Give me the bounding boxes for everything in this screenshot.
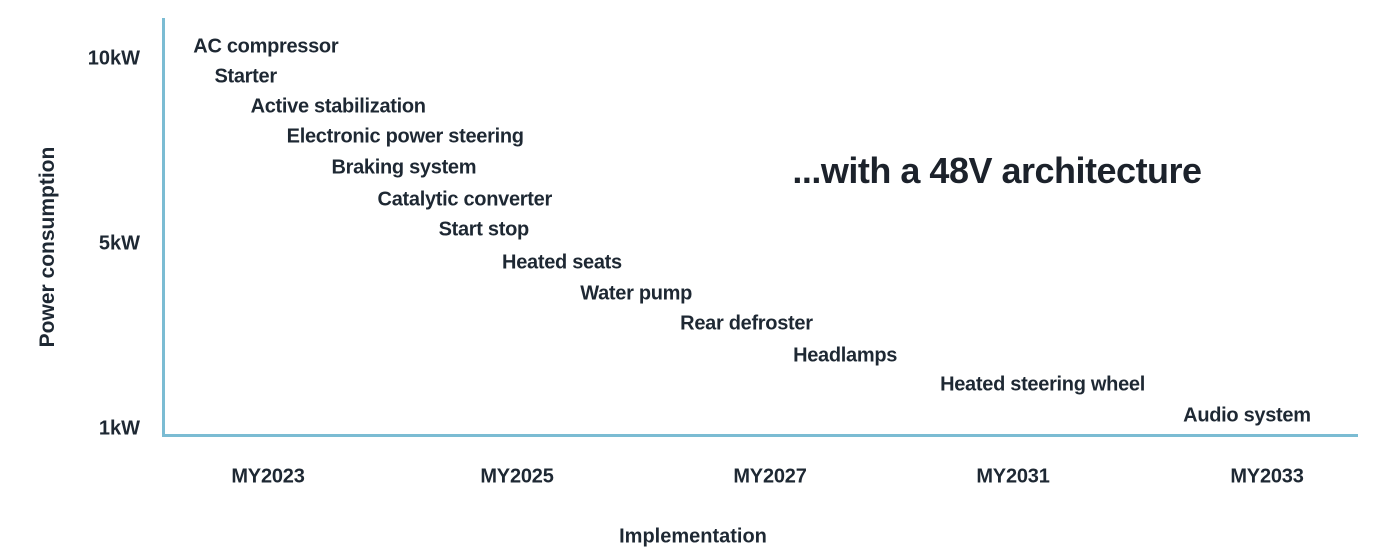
point-label: Rear defroster xyxy=(680,312,813,335)
point-label: Active stabilization xyxy=(250,95,426,118)
point-label: Electronic power steering xyxy=(286,125,524,148)
y-tick-label: 5kW xyxy=(98,232,140,255)
point-label: Audio system xyxy=(1183,404,1311,427)
x-tick-label: MY2023 xyxy=(231,465,305,488)
point-label: Start stop xyxy=(438,218,530,241)
x-axis-label: Implementation xyxy=(619,525,767,548)
x-tick-label: MY2031 xyxy=(976,465,1050,488)
y-tick-label: 1kW xyxy=(98,417,140,440)
point-label: Braking system xyxy=(331,156,477,179)
point-label: AC compressor xyxy=(193,35,339,58)
x-tick-label: MY2033 xyxy=(1230,465,1304,488)
y-axis-line xyxy=(162,18,165,437)
x-tick-label: MY2025 xyxy=(480,465,554,488)
point-label: Heated steering wheel xyxy=(940,373,1145,396)
point-label: Catalytic converter xyxy=(377,188,553,211)
point-label: Starter xyxy=(214,65,277,88)
chart-title: ...with a 48V architecture xyxy=(792,150,1202,191)
point-label: Water pump xyxy=(580,282,693,305)
point-label: Heated seats xyxy=(502,251,622,274)
y-tick-label: 10kW xyxy=(87,47,140,70)
x-axis-line xyxy=(162,434,1358,437)
point-label: Headlamps xyxy=(793,344,898,367)
x-tick-label: MY2027 xyxy=(733,465,807,488)
